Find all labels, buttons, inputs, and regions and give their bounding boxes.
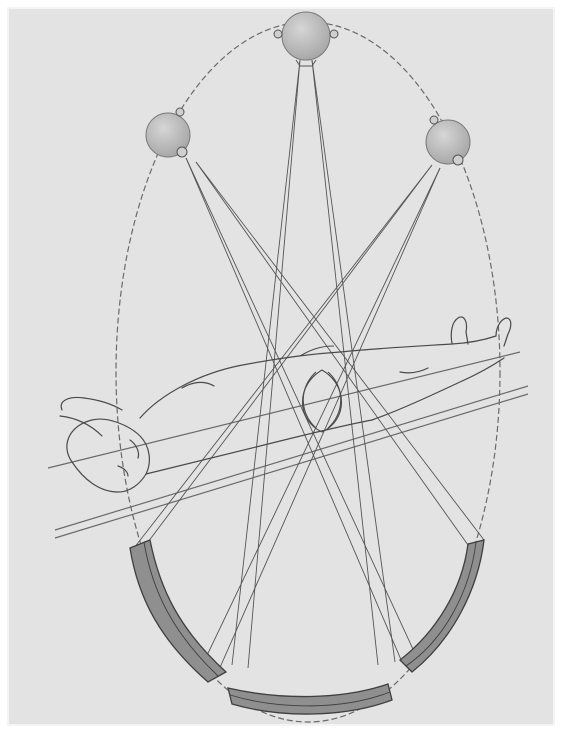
paper-background (8, 8, 554, 725)
